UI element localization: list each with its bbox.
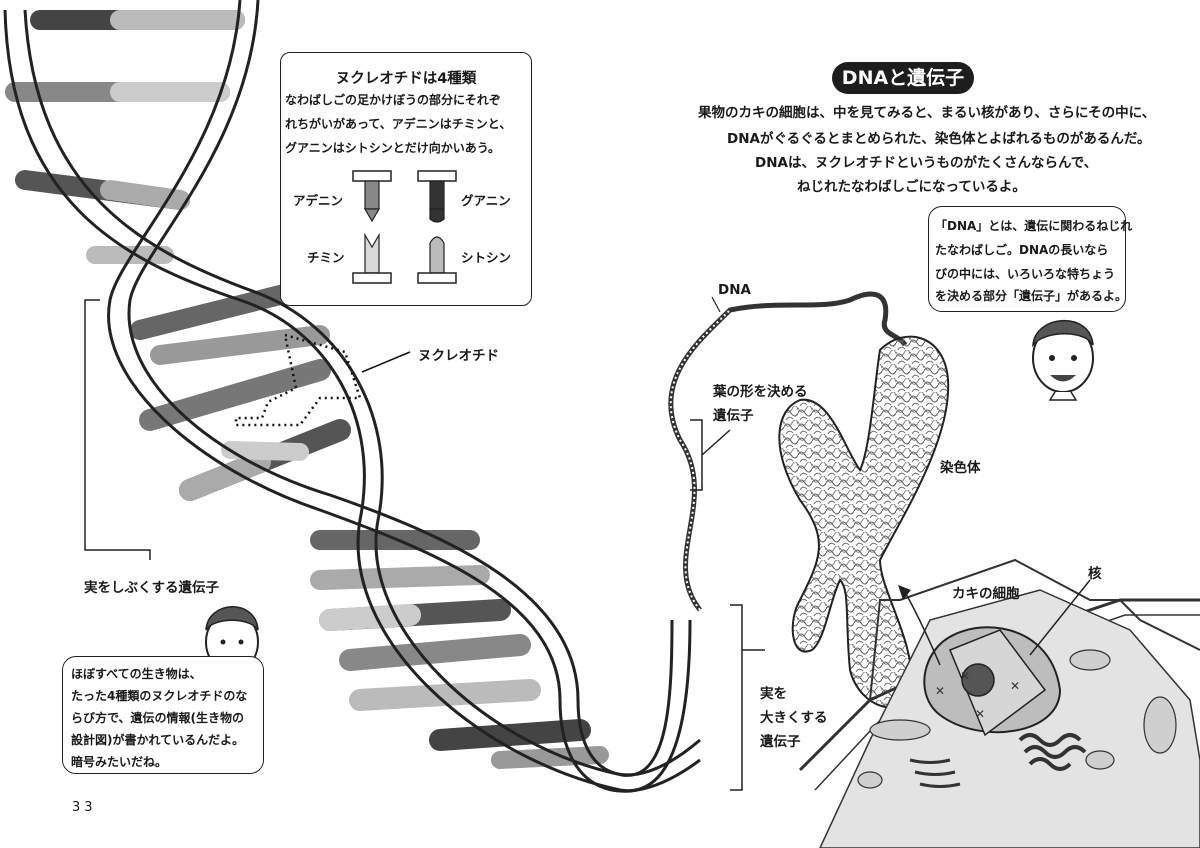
svg-text:✕: ✕ (1010, 679, 1020, 693)
nucleotide-info-box: ヌクレオチドは4種類 なわばしごの足かけぼうの部分にそれぞ れちがいがあって、ア… (280, 52, 532, 306)
section-line-4: ねじれたなわばしごになっているよ。 (797, 179, 1026, 195)
dna-label: DNA (718, 282, 751, 298)
nucleus-label: 核 (1088, 566, 1102, 582)
section-title: DNAと遺伝子 (832, 62, 974, 94)
thymine-label: チミン (307, 250, 345, 265)
svg-text:✕: ✕ (975, 707, 985, 721)
boy-character-right (1032, 319, 1094, 401)
nucleotide-box-line-2: れちがいがあって、アデニンはチミンと、 (285, 117, 512, 131)
fruit-gene-label: 実をしぶくする遺伝子 (84, 580, 219, 596)
persimmon-cell: ✕ ✕ ✕ ✕ (798, 558, 1200, 848)
svg-text:✕: ✕ (960, 669, 970, 683)
right-bubble-line-3: びの中には、いろいろな特ちょう (935, 267, 1116, 281)
left-speech-bubble: ほぼすべての生き物は、 たった4種類のヌクレオチドのな らび方で、遺伝の情報(生… (62, 656, 264, 774)
nucleotide-box-title: ヌクレオチドは4種類 (335, 71, 477, 87)
left-bubble-line-2: たった4種類のヌクレオチドのな (71, 689, 248, 703)
big-gene-label-1: 実を (760, 686, 787, 702)
chromosome (778, 335, 950, 709)
right-bubble-line-1: 「DNA」とは、遺伝に関わるねじれ (935, 219, 1133, 233)
right-bubble-line-4: を決める部分「遺伝子」があるよ。 (935, 289, 1128, 303)
section-line-1: 果物のカキの細胞は、中を見てみると、まるい核があり、さらにその中に、 (698, 105, 1156, 121)
dna-thin-strand (668, 291, 908, 612)
left-bubble-line-4: 設計図)が書かれているんだよ。 (71, 733, 245, 747)
left-bubble-line-1: ほぼすべての生き物は、 (71, 667, 202, 681)
svg-text:✕: ✕ (935, 684, 945, 698)
adenine-label: アデニン (293, 193, 344, 208)
section-line-2: DNAがぐるぐるとまとめられた、染色体とよばれるものがあるんだ。 (727, 131, 1151, 147)
nucleotide-box-line-1: なわばしごの足かけぼうの部分にそれぞ (285, 93, 501, 107)
left-bubble-line-5: 暗号みたいだね。 (71, 755, 168, 769)
nucleotide-label: ヌクレオチド (418, 348, 499, 364)
big-gene-label-3: 遺伝子 (760, 734, 801, 750)
section-line-3: DNAは、ヌクレオチドというものがたくさんならんで、 (755, 155, 1098, 171)
nucleotide-box-line-3: グアニンはシトシンとだけ向かいあう。 (285, 141, 501, 155)
base-pair-diagram (352, 170, 457, 284)
right-bubble-line-2: たなわばしご。DNAの長いなら (935, 243, 1109, 257)
cell-label: カキの細胞 (952, 586, 1020, 602)
dna-helix (3, 0, 701, 793)
chromosome-label: 染色体 (940, 460, 981, 476)
big-gene-label-2: 大きくする (760, 710, 828, 726)
left-bubble-line-3: らび方で、遺伝の情報(生き物の (71, 711, 245, 725)
leaf-gene-label-1: 葉の形を決める (713, 384, 808, 400)
guanine-label: グアニン (461, 193, 511, 208)
cytosine-label: シトシン (461, 250, 512, 265)
page-number: 33 (72, 800, 97, 815)
right-speech-bubble: 「DNA」とは、遺伝に関わるねじれ たなわばしご。DNAの長いなら びの中には、… (928, 206, 1132, 312)
leaf-gene-label-2: 遺伝子 (713, 408, 754, 424)
